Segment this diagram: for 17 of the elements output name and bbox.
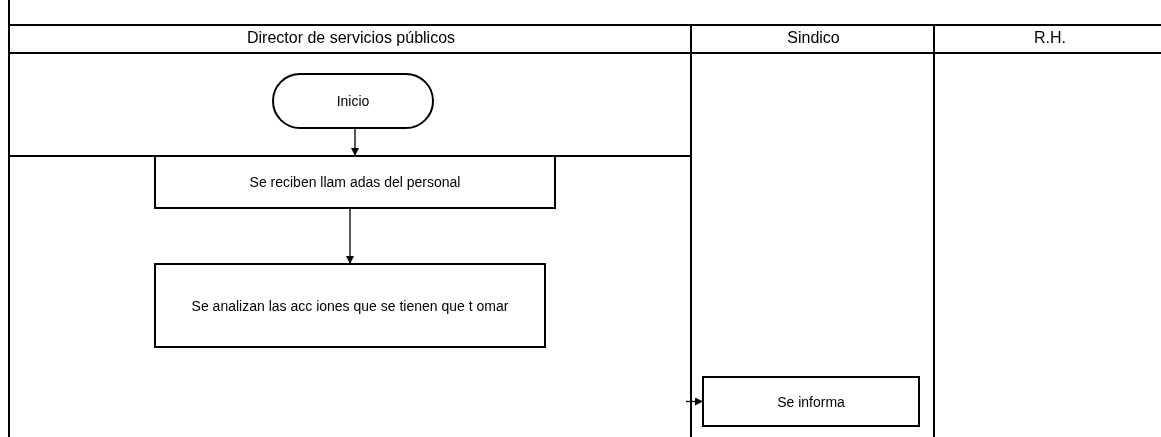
process-box <box>154 263 546 348</box>
arrow <box>346 208 354 264</box>
node-label: Se informa <box>776 393 846 410</box>
process-box <box>154 155 556 209</box>
swimlane <box>8 24 692 437</box>
node-label: Se reciben llam adas del personal <box>248 174 462 190</box>
start-terminal <box>272 73 434 129</box>
arrow <box>351 128 359 156</box>
lane-header: R.H. <box>935 26 1161 54</box>
swimlane <box>690 24 935 437</box>
node-label: Se analizan las acc iones que se tienen que t omar <box>190 297 510 314</box>
swimlane <box>933 24 1161 437</box>
arrow <box>685 397 703 406</box>
node-label: Inicio <box>335 93 371 109</box>
lane-header: Director de servicios públicos <box>10 26 692 54</box>
lane-header: Sindico <box>692 26 935 54</box>
process-box <box>702 376 920 427</box>
